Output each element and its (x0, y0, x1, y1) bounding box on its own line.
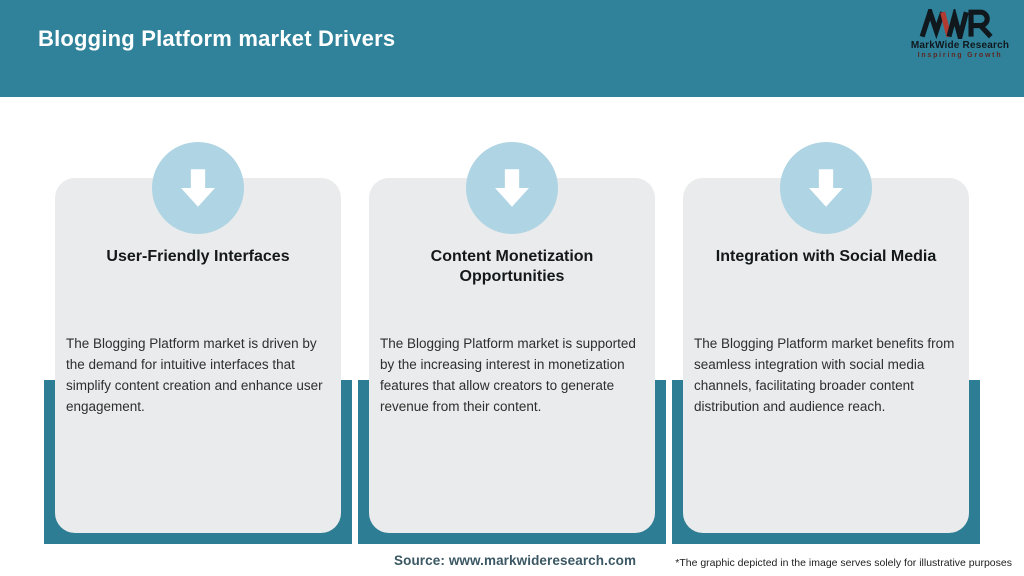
card-body: Integration with Social Media The Bloggi… (683, 178, 969, 533)
card-title: Integration with Social Media (715, 248, 937, 265)
card-title: User-Friendly Interfaces (106, 248, 290, 265)
logo-brand-name: MarkWide Research (910, 40, 1010, 51)
card-description: The Blogging Platform market is driven b… (66, 336, 323, 414)
down-arrow-icon (780, 142, 872, 234)
page-title: Blogging Platform market Drivers (38, 26, 396, 51)
markwide-logo: MarkWide Research Inspiring Growth (908, 9, 1012, 59)
down-arrow-icon (466, 142, 558, 234)
card-description: The Blogging Platform market is supporte… (380, 336, 636, 414)
card-title: Content Monetization Opportunities (430, 248, 594, 285)
card-body: User-Friendly Interfaces The Blogging Pl… (55, 178, 341, 533)
card-body: Content Monetization Opportunities The B… (369, 178, 655, 533)
disclaimer-text: *The graphic depicted in the image serve… (675, 557, 1012, 569)
driver-card-monetization: Content Monetization Opportunities The B… (358, 142, 666, 544)
driver-card-user-friendly: User-Friendly Interfaces The Blogging Pl… (44, 142, 352, 544)
header-bar: Blogging Platform market Drivers MarkWid… (0, 0, 1024, 97)
source-text: Source: www.markwideresearch.com (394, 553, 637, 568)
card-description: The Blogging Platform market benefits fr… (694, 336, 955, 414)
logo-tagline: Inspiring Growth (917, 52, 1003, 59)
down-arrow-icon (152, 142, 244, 234)
driver-card-social-media: Integration with Social Media The Bloggi… (672, 142, 980, 544)
mwr-monogram-icon (919, 9, 993, 39)
